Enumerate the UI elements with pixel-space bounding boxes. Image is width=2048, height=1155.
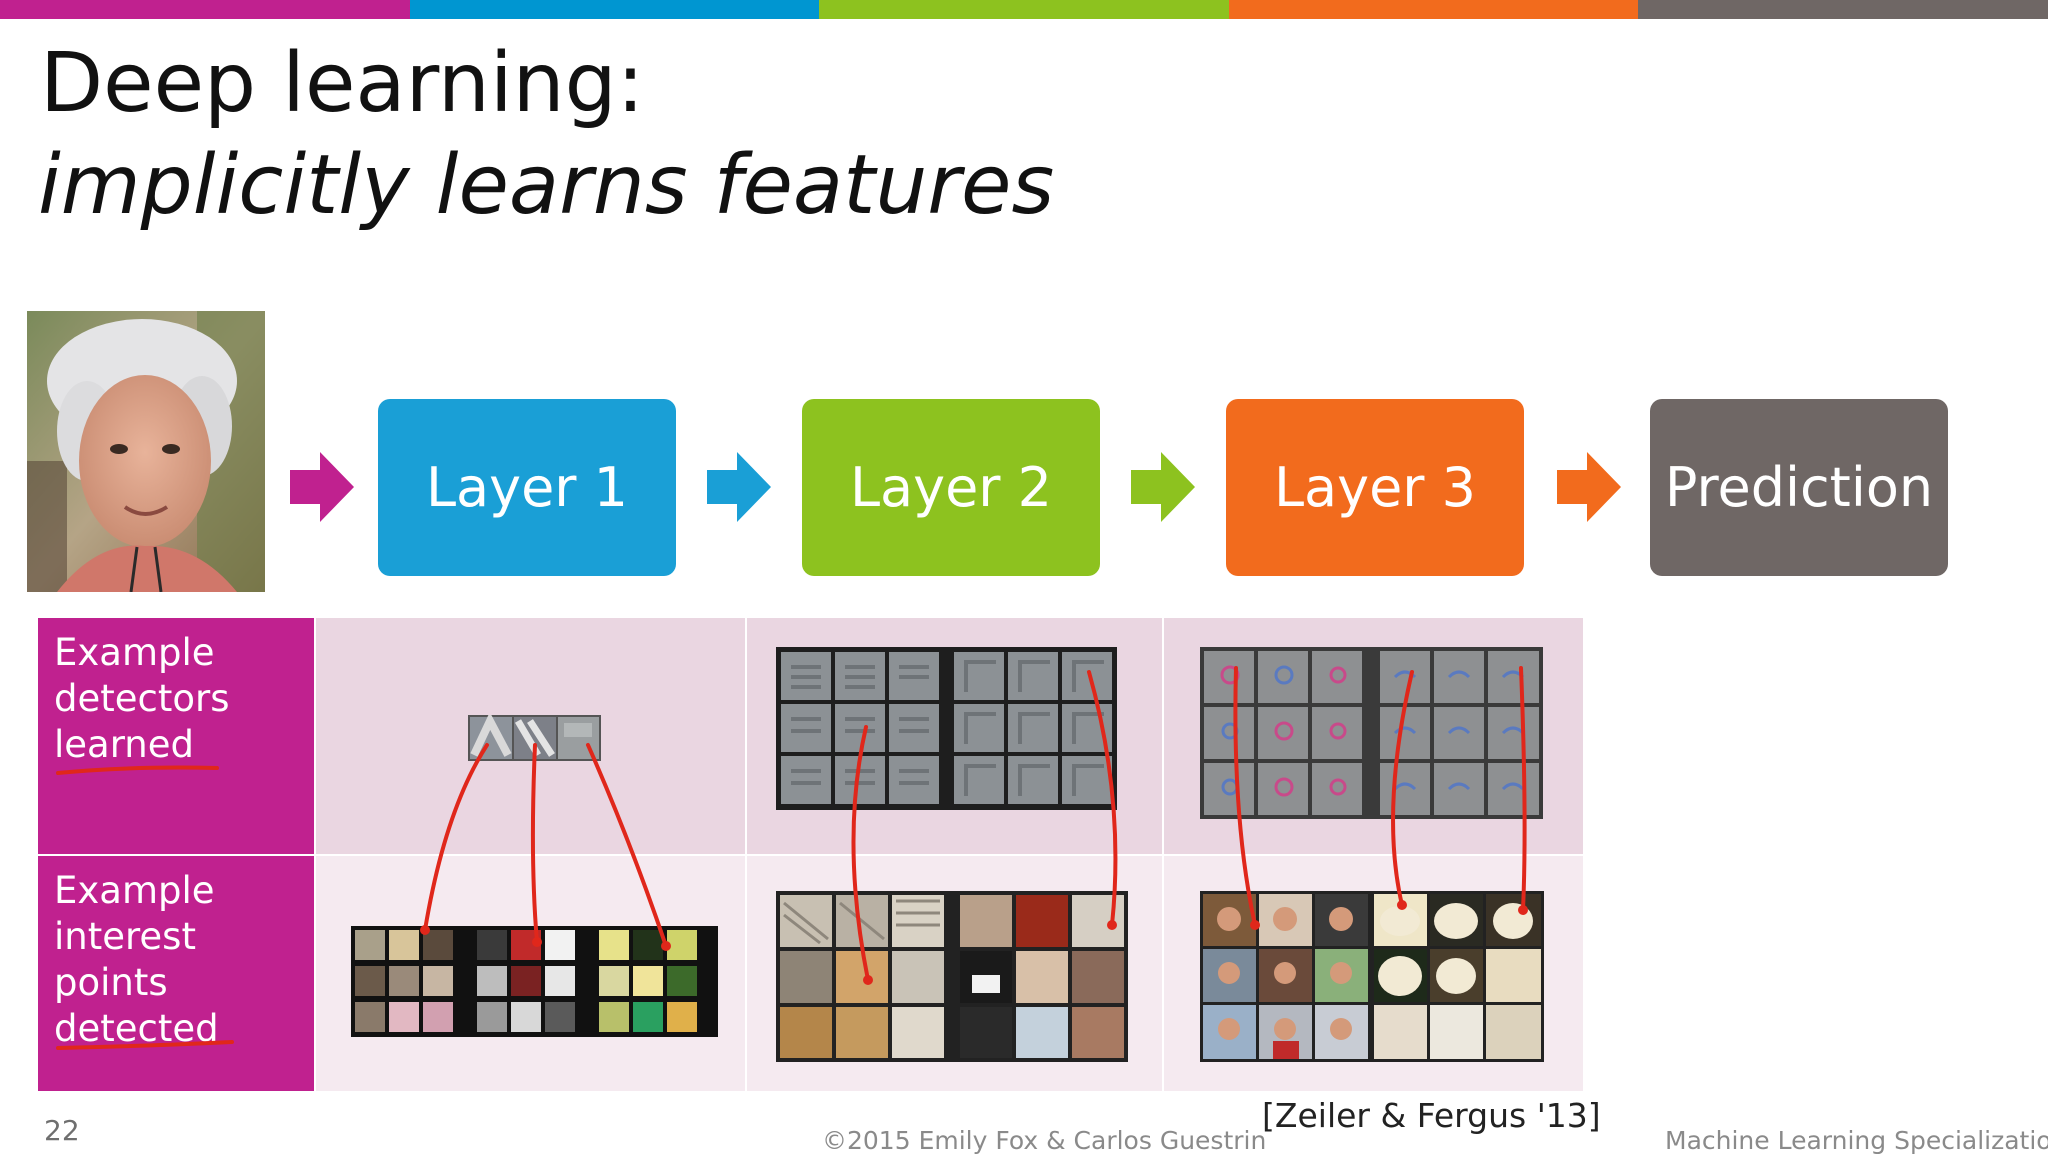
pipeline-arrow-icon <box>707 452 771 522</box>
pipeline-arrow-icon <box>290 452 354 522</box>
layer1-interest-patches <box>351 926 718 1037</box>
underline-detected-annotation <box>56 1040 234 1050</box>
top-bar-segment-green <box>819 0 1229 19</box>
pipeline-arrow-icon <box>1131 452 1195 522</box>
copyright-text: ©2015 Emily Fox & Carlos Guestrin <box>822 1126 1267 1155</box>
course-name: Machine Learning Specialization <box>1665 1126 2048 1155</box>
link-layer3-b <box>1391 670 1414 907</box>
slide-subtitle: implicitly learns features <box>38 138 1055 233</box>
top-color-bar <box>0 0 2048 19</box>
page-number: 22 <box>44 1114 80 1147</box>
top-bar-segment-blue <box>409 0 820 19</box>
layer-1-label: Layer 1 <box>425 456 629 519</box>
input-face-photo <box>27 311 265 592</box>
layer2-detector-filters <box>776 647 1117 810</box>
top-bar-segment-orange <box>1228 0 1639 19</box>
link-layer2-a <box>851 725 870 982</box>
layer3-interest-patches <box>1200 891 1544 1062</box>
slide-title: Deep learning: <box>40 36 645 131</box>
interest-row-text: Example interest points detected <box>54 869 219 1050</box>
layer-2-box: Layer 2 <box>802 399 1100 576</box>
link-layer3-a <box>1233 666 1257 927</box>
citation-text: [Zeiler & Fergus '13] <box>1262 1096 1601 1135</box>
prediction-label: Prediction <box>1664 456 1934 519</box>
layer-3-label: Layer 3 <box>1273 456 1477 519</box>
detectors-row-text: Example detectors learned <box>54 631 230 766</box>
top-bar-segment-gray <box>1638 0 2048 19</box>
pipeline-arrow-icon <box>1557 452 1621 522</box>
interest-row-label: Example interest points detected <box>38 856 314 1091</box>
detectors-row-label: Example detectors learned <box>38 618 314 854</box>
layer-1-box: Layer 1 <box>378 399 676 576</box>
top-bar-segment-magenta <box>0 0 410 19</box>
link-layer2-b <box>1087 670 1118 927</box>
link-layer1-c <box>586 743 668 948</box>
layer2-interest-patches <box>776 891 1128 1062</box>
link-layer1-b <box>530 743 539 944</box>
link-layer1-a <box>423 743 489 932</box>
link-layer3-c <box>1519 666 1527 912</box>
layer3-detector-filters <box>1200 647 1543 819</box>
layer-3-box: Layer 3 <box>1226 399 1524 576</box>
layer-2-label: Layer 2 <box>849 456 1053 519</box>
underline-learned-annotation <box>56 765 219 775</box>
prediction-box: Prediction <box>1650 399 1948 576</box>
